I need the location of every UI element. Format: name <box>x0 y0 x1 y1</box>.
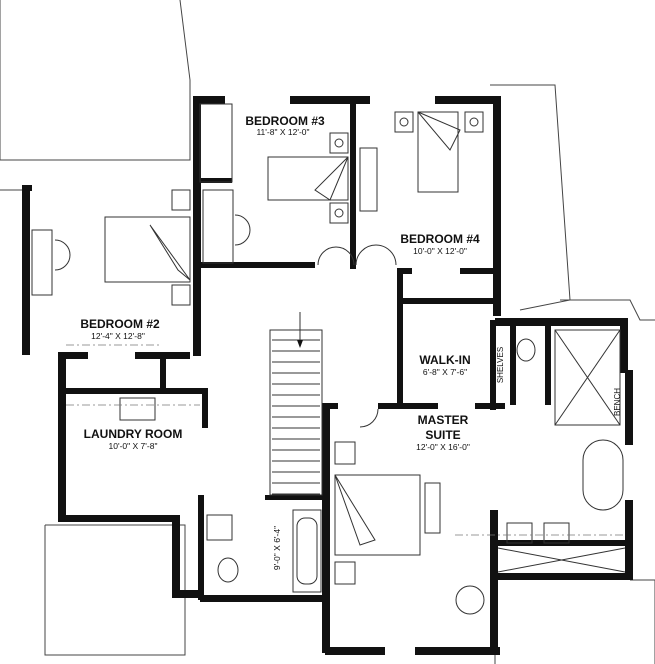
walls <box>22 96 633 655</box>
fixtures <box>31 103 626 615</box>
bedroom4-size: 10'-0" X 12'-0" <box>413 246 467 256</box>
bedroom3-name: BEDROOM #3 <box>245 114 325 128</box>
walkin-size: 6'-8" X 7'-6" <box>423 367 467 377</box>
bench-label: BENCH <box>613 388 622 416</box>
master-name-line1: MASTER <box>418 413 469 427</box>
master-size: 12'-0" X 16'-0" <box>416 442 470 452</box>
bedroom3-size: 11'-8" X 12'-0" <box>256 127 309 137</box>
shelves-label: SHELVES <box>496 347 505 383</box>
bath-size: 9'-0" X 6'-4" <box>272 526 282 570</box>
stair-treads <box>272 339 320 495</box>
laundry-size: 10'-0" X 7'-8" <box>109 441 158 451</box>
laundry-name: LAUNDRY ROOM <box>84 427 183 441</box>
bedroom2-size: 12'-4" X 12'-8" <box>91 331 145 341</box>
master-name-line2: SUITE <box>425 428 460 442</box>
bedroom4-name: BEDROOM #4 <box>400 232 480 246</box>
walkin-name: WALK-IN <box>419 353 470 367</box>
bedroom2-name: BEDROOM #2 <box>80 317 160 331</box>
room-labels: BEDROOM #3 11'-8" X 12'-0" BEDROOM #4 10… <box>80 114 622 570</box>
